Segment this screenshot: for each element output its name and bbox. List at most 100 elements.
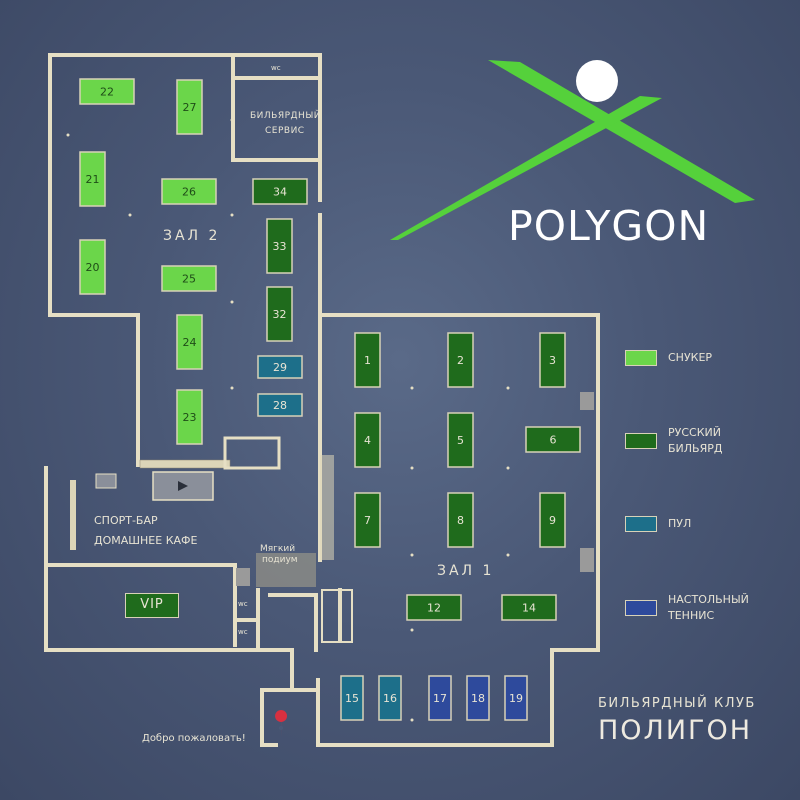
table-33: 33 [266, 218, 293, 274]
table-20-surface [79, 239, 106, 295]
table-18-number: 18 [471, 692, 485, 705]
legend-swatch-pool [625, 516, 657, 532]
table-27: 27 [176, 79, 203, 135]
podium-columns [320, 455, 334, 560]
polygon-logo-graphic [390, 60, 755, 240]
table-16-number: 16 [383, 692, 397, 705]
vip-label: VIP [140, 597, 164, 612]
table-25-surface [161, 265, 217, 292]
table-12-number: 12 [427, 602, 441, 615]
table-29: 29 [257, 355, 303, 379]
legend-label-tennis: НАСТОЛЬНЫЙ ТЕННИС [668, 593, 749, 622]
legend-swatch-snooker [625, 350, 657, 366]
podium-label-line2: подиум [262, 555, 298, 565]
table-17: 17 [428, 675, 452, 721]
table-12: 12 [406, 594, 462, 621]
table-28-number: 28 [273, 399, 287, 412]
logo-swoosh-left [488, 60, 755, 203]
table-14: 14 [501, 594, 557, 621]
table-33-number: 33 [273, 240, 287, 253]
legend-swatch-tennis [625, 600, 657, 616]
table-6-number: 6 [550, 434, 557, 447]
table-3-surface [539, 332, 566, 388]
legend-label-russian: РУССКИЙ БИЛЬЯРД [668, 426, 723, 455]
table-5: 5 [447, 412, 474, 468]
table-3: 3 [539, 332, 566, 388]
table-25: 25 [161, 265, 217, 292]
welcome-label: Добро пожаловать! [142, 733, 246, 744]
table-12-surface [406, 594, 462, 621]
table-29-number: 29 [273, 361, 287, 374]
table-4: 4 [354, 412, 381, 468]
table-27-surface [176, 79, 203, 135]
table-4-number: 4 [364, 434, 371, 447]
table-23: 23 [176, 389, 203, 445]
table-14-surface [501, 594, 557, 621]
small-tv [95, 473, 117, 489]
sport-bar-label: СПОРТ-БАР [94, 514, 158, 527]
home-cafe-label: ДОМАШНЕЕ КАФЕ [94, 534, 198, 547]
table-22-number: 22 [100, 86, 114, 99]
table-32: 32 [266, 286, 293, 342]
table-15-surface [340, 675, 364, 721]
table-21-surface [79, 151, 106, 207]
table-15-number: 15 [345, 692, 359, 705]
logo-swoosh-right [390, 96, 662, 240]
fixtures [70, 392, 594, 643]
bar-counter [223, 436, 281, 470]
table-5-number: 5 [457, 434, 464, 447]
table-9-number: 9 [549, 514, 556, 527]
door-marker-1 [580, 392, 594, 410]
table-16: 16 [378, 675, 402, 721]
legend-label-pool: ПУЛ [668, 517, 692, 530]
table-1-number: 1 [364, 354, 371, 367]
table-32-surface [266, 286, 293, 342]
table-8-number: 8 [457, 514, 464, 527]
podium-label-line1: Мягкий [260, 544, 296, 554]
table-14-number: 14 [522, 602, 536, 615]
table-17-surface [428, 675, 452, 721]
brand-subtitle: БИЛЬЯРДНЫЙ КЛУБ [598, 696, 756, 711]
table-2-number: 2 [457, 354, 464, 367]
table-19: 19 [504, 675, 528, 721]
table-22: 22 [79, 78, 135, 105]
table-22-surface [79, 78, 135, 105]
table-32-number: 32 [273, 308, 287, 321]
table-34-surface [252, 178, 308, 205]
location-pin-icon [275, 710, 288, 738]
table-26-number: 26 [182, 186, 196, 199]
table-21-number: 21 [86, 173, 100, 186]
walls [44, 53, 600, 747]
table-7: 7 [354, 492, 381, 548]
legend-label-snooker: СНУКЕР [668, 351, 713, 364]
table-9: 9 [539, 492, 566, 548]
table-2-surface [447, 332, 474, 388]
table-8: 8 [447, 492, 474, 548]
counter-hall1 [321, 589, 353, 643]
table-5-surface [447, 412, 474, 468]
table-34: 34 [252, 178, 308, 205]
table-28-surface [257, 393, 303, 417]
table-1-surface [354, 332, 381, 388]
table-34-number: 34 [273, 186, 287, 199]
floor-dots [66, 118, 510, 722]
logo-ball [576, 60, 618, 102]
hall-2-label: ЗАЛ 2 [163, 228, 221, 244]
exit-marker [236, 568, 250, 586]
table-23-surface [176, 389, 203, 445]
service-label-line1: БИЛЬЯРДНЫЙ [250, 111, 322, 121]
bar-stools-strip [139, 459, 231, 469]
table-29-surface [257, 355, 303, 379]
table-26-surface [161, 178, 217, 205]
table-2: 2 [447, 332, 474, 388]
table-23-number: 23 [183, 411, 197, 424]
service-label-line2: СЕРВИС [265, 126, 305, 136]
logo-wordmark: POLYGON [508, 202, 710, 250]
wc-label-1: wc [238, 600, 248, 608]
table-7-surface [354, 492, 381, 548]
table-15: 15 [340, 675, 364, 721]
brand-title: ПОЛИГОН [598, 715, 753, 746]
table-25-number: 25 [182, 273, 196, 286]
